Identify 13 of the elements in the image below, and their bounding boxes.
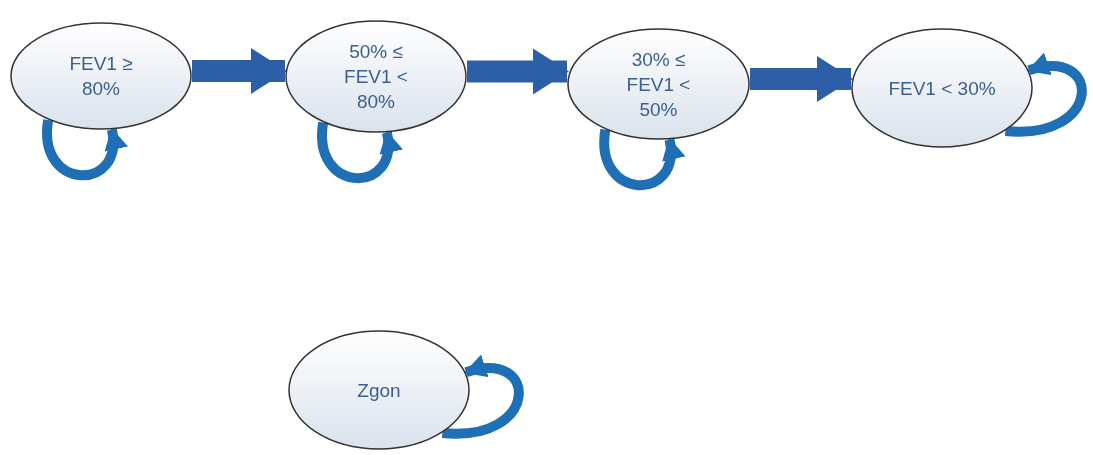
self-loop-arrow	[599, 129, 684, 191]
block-arrow	[192, 48, 287, 94]
self-loop-arrow	[1005, 54, 1087, 137]
state-label: FEV1 < 30%	[888, 76, 996, 101]
self-loop-arrow	[442, 356, 524, 439]
state-label: 50% ≤ FEV1 < 80%	[343, 40, 409, 114]
state-label: Zgon	[357, 378, 401, 403]
self-loop-arrow	[317, 122, 401, 184]
block-arrow	[467, 48, 569, 95]
block-arrow	[750, 56, 853, 102]
state-label: FEV1 ≥ 80%	[68, 52, 134, 101]
self-loop-arrow	[42, 119, 126, 180]
state-label: 30% ≤ FEV1 < 50%	[625, 47, 692, 122]
